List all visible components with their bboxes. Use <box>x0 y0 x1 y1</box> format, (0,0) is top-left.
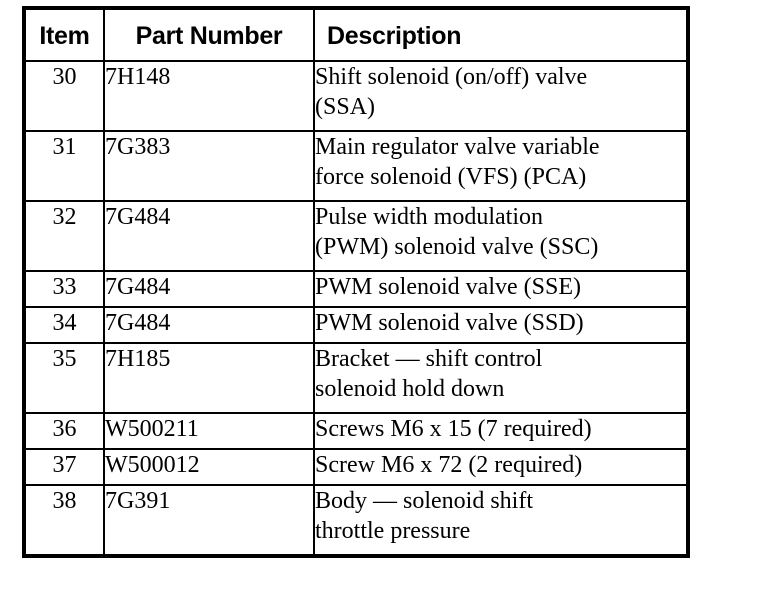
column-header-item: Item <box>23 7 105 62</box>
cell-item: 33 <box>23 270 105 308</box>
table-header-row: Item Part Number Description <box>23 7 689 62</box>
cell-description: Screws M6 x 15 (7 required) <box>313 412 689 450</box>
cell-item: 38 <box>23 484 105 557</box>
cell-item: 32 <box>23 200 105 272</box>
cell-description: Body — solenoid shift throttle pressure <box>313 484 689 557</box>
cell-item: 31 <box>23 130 105 202</box>
cell-item: 30 <box>23 60 105 132</box>
cell-part-number: 7G484 <box>103 200 315 272</box>
column-header-part-number: Part Number <box>103 7 315 62</box>
cell-description: PWM solenoid valve (SSE) <box>313 270 689 308</box>
table-header: Item Part Number Description <box>23 7 689 62</box>
cell-part-number: 7G484 <box>103 306 315 344</box>
cell-item: 36 <box>23 412 105 450</box>
cell-description: Main regulator valve variable force sole… <box>313 130 689 202</box>
cell-part-number: W500012 <box>103 448 315 486</box>
cell-item: 34 <box>23 306 105 344</box>
cell-description: Shift solenoid (on/off) valve (SSA) <box>313 60 689 132</box>
cell-part-number: 7G391 <box>103 484 315 557</box>
cell-part-number: 7G484 <box>103 270 315 308</box>
cell-description: PWM solenoid valve (SSD) <box>313 306 689 344</box>
cell-description: Pulse width modulation (PWM) solenoid va… <box>313 200 689 272</box>
column-header-description: Description <box>313 7 689 62</box>
cell-part-number: 7H185 <box>103 342 315 414</box>
cell-part-number: 7H148 <box>103 60 315 132</box>
cell-description: Bracket — shift control solenoid hold do… <box>313 342 689 414</box>
cell-part-number: W500211 <box>103 412 315 450</box>
cell-part-number: 7G383 <box>103 130 315 202</box>
cell-item: 37 <box>23 448 105 486</box>
cell-description: Screw M6 x 72 (2 required) <box>313 448 689 486</box>
cell-item: 35 <box>23 342 105 414</box>
